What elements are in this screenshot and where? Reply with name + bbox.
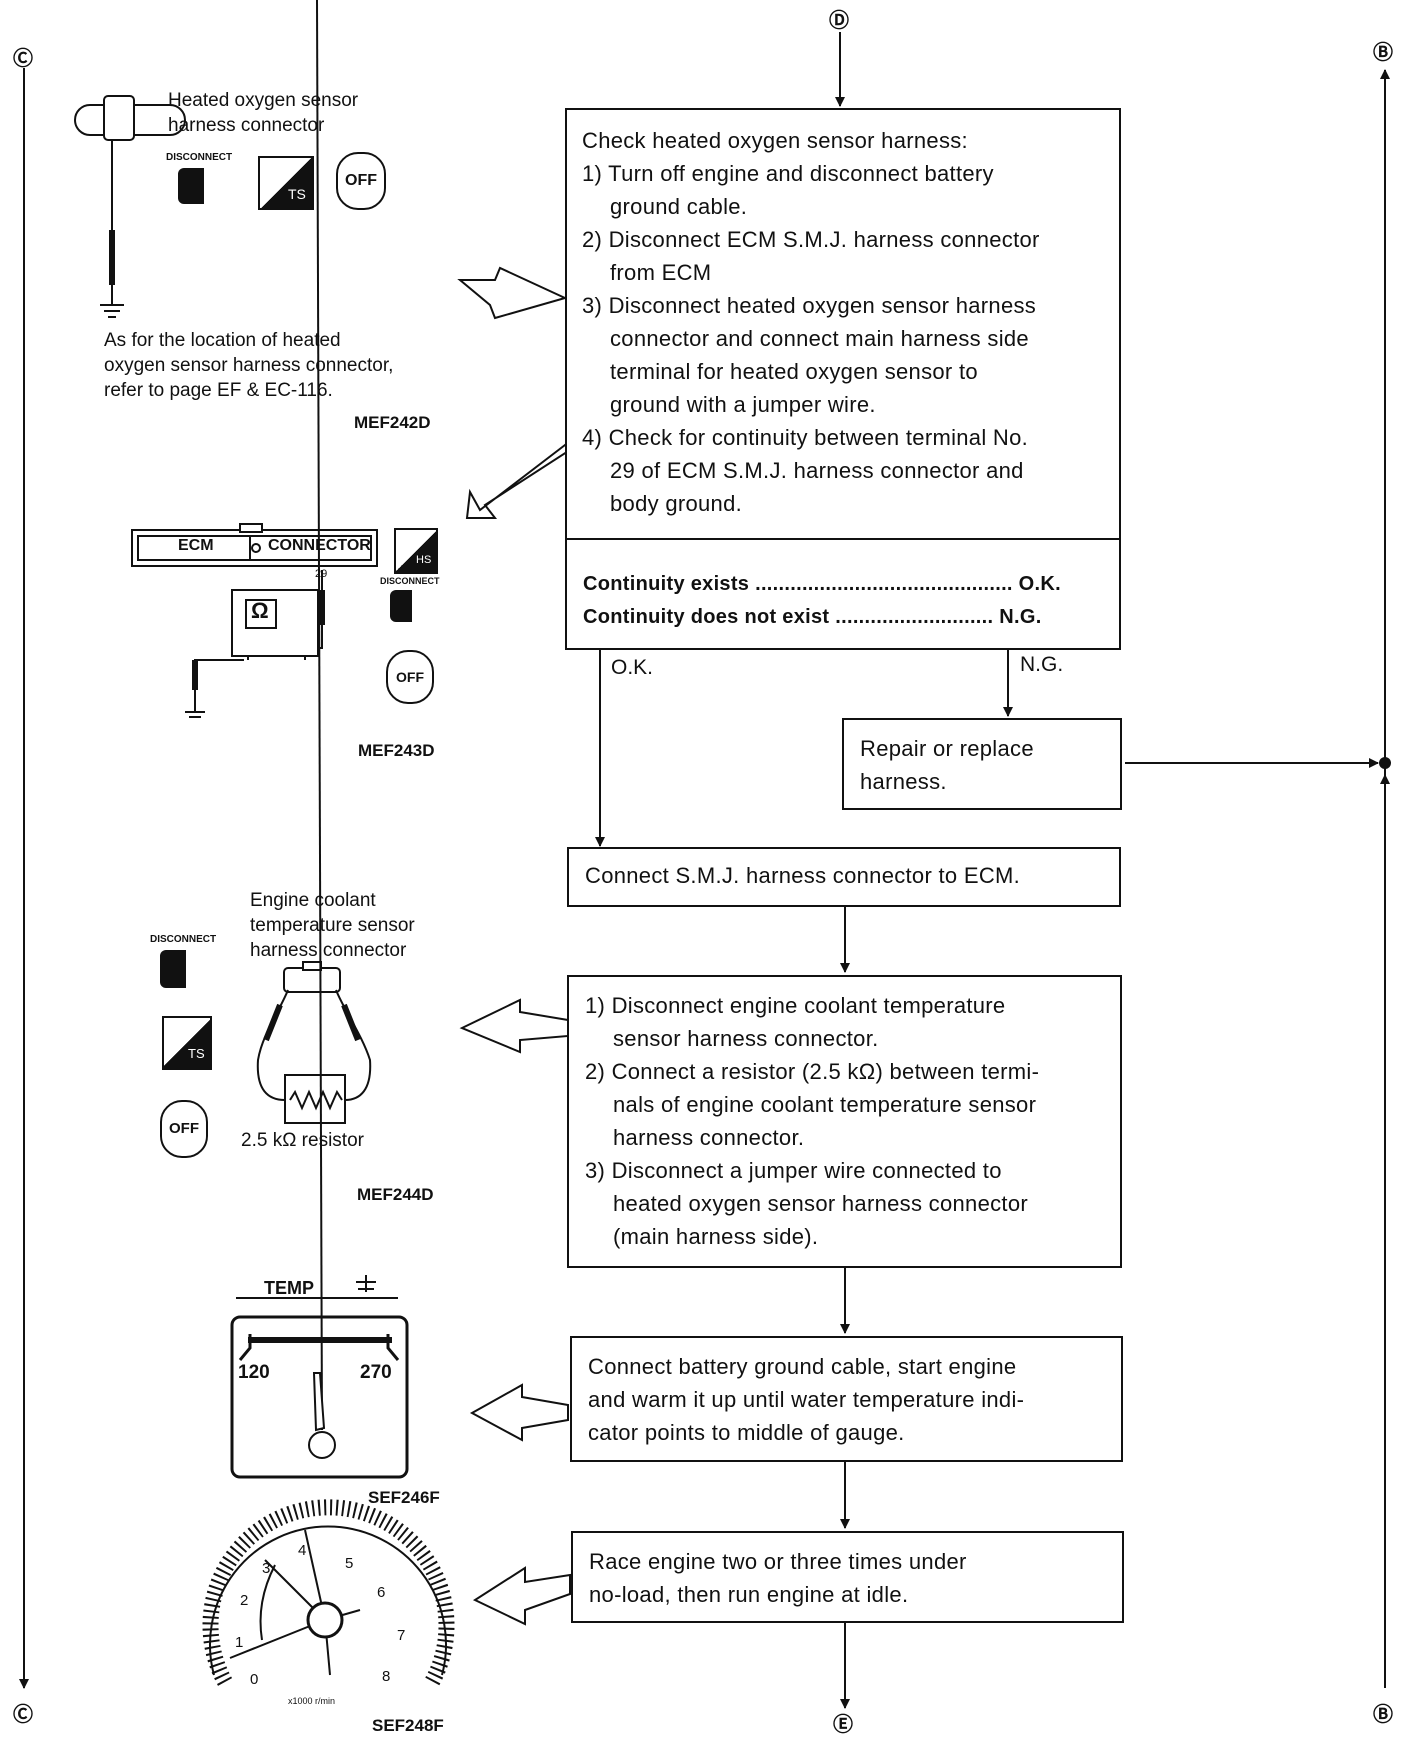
- terminal-29-label: 29: [315, 568, 328, 580]
- step3-item: nals of engine coolant temperature senso…: [613, 1092, 1037, 1117]
- step1-item: terminal for heated oxygen sensor to: [610, 359, 978, 384]
- step3-item: 1) Disconnect engine coolant temperature: [585, 993, 1006, 1018]
- step3-box: 1) Disconnect engine coolant temperature…: [567, 975, 1122, 1268]
- fig1-code: MEF242D: [354, 413, 431, 432]
- connector-c-top[interactable]: Ⓒ: [13, 48, 33, 70]
- hs-icon: [394, 528, 438, 574]
- fig1-drawing: [74, 95, 186, 318]
- step3-item: (main harness side).: [613, 1224, 819, 1249]
- step4-text: and warm it up until water temperature i…: [588, 1387, 1025, 1412]
- fig3-tags: DISCONNECT TS OFF: [150, 934, 217, 1158]
- step2-box: Connect S.M.J. harness connector to ECM.: [567, 847, 1121, 907]
- result-continuity-exists: Continuity exists ......................…: [583, 573, 1061, 595]
- resistor-label: 2.5 kΩ resistor: [241, 1130, 364, 1151]
- ignition-off-icon: OFF: [336, 152, 386, 210]
- fig1-label: Heated oxygen sensor harness connector: [168, 90, 359, 136]
- step1-item: 4) Check for continuity between terminal…: [582, 425, 1029, 450]
- tach-tick: 8: [382, 1668, 391, 1685]
- branch-ok-label: O.K.: [611, 656, 654, 679]
- fig3-label: Engine coolant temperature sensor harnes…: [250, 890, 415, 961]
- temp-gauge-max: 270: [360, 1362, 392, 1383]
- step3-item: 2) Connect a resistor (2.5 kΩ) between t…: [585, 1059, 1040, 1084]
- ts-icon: [258, 156, 314, 210]
- ignition-off-icon: OFF: [160, 1100, 208, 1158]
- tach-tick: 5: [345, 1555, 354, 1572]
- disconnect-tag: DISCONNECT: [150, 934, 217, 945]
- step3-item: heated oxygen sensor harness connector: [613, 1191, 1028, 1216]
- tach-tick: 7: [397, 1627, 406, 1644]
- step4-box: Connect battery ground cable, start engi…: [570, 1336, 1123, 1462]
- disconnect-icon: [160, 950, 186, 988]
- connector-d-top[interactable]: Ⓓ: [829, 10, 849, 32]
- repair-box: Repair or replace harness.: [842, 718, 1122, 810]
- step1-item: 2) Disconnect ECM S.M.J. harness connect…: [582, 227, 1040, 252]
- ts-icon: [162, 1016, 212, 1070]
- step2-text: Connect S.M.J. harness connector to ECM.: [585, 863, 1021, 888]
- step1-item: ground with a jumper wire.: [610, 392, 876, 417]
- tach-tick: 3: [262, 1560, 271, 1577]
- step1-item: 3) Disconnect heated oxygen sensor harne…: [582, 293, 1037, 318]
- step1-item: 1) Turn off engine and disconnect batter…: [582, 161, 994, 186]
- fig4-code: SEF246F: [368, 1488, 440, 1507]
- step1-item: from ECM: [610, 260, 712, 285]
- tach-tick: 6: [377, 1584, 386, 1601]
- connector-b-bottom[interactable]: Ⓑ: [1373, 1704, 1393, 1726]
- tach-unit: x1000 r/min: [288, 1696, 336, 1706]
- branch-ng-label: N.G.: [1020, 653, 1064, 676]
- ignition-off-icon: OFF: [386, 650, 434, 704]
- step1-box: Check heated oxygen sensor harness: 1) T…: [565, 108, 1121, 650]
- connector-b-top[interactable]: Ⓑ: [1373, 42, 1393, 64]
- connector-c-bottom[interactable]: Ⓒ: [13, 1704, 33, 1726]
- fig5-code: SEF248F: [372, 1716, 444, 1735]
- step5-box: Race engine two or three times under no-…: [571, 1531, 1124, 1623]
- tach-tick: 2: [240, 1592, 249, 1609]
- fig2-code: MEF243D: [358, 741, 435, 760]
- disconnect-icon: [178, 168, 204, 204]
- connector-label: CONNECTOR: [268, 537, 371, 554]
- repair-text: Repair or replace: [860, 736, 1034, 761]
- step4-text: cator points to middle of gauge.: [588, 1420, 905, 1445]
- fig1-note: As for the location of heated oxygen sen…: [104, 330, 394, 401]
- result-continuity-not-exist: Continuity does not exist ..............…: [583, 606, 1042, 628]
- fig3-code: MEF244D: [357, 1185, 434, 1204]
- fig3-drawing: [256, 961, 372, 1124]
- step1-item: connector and connect main harness side: [610, 326, 1029, 351]
- figure-pointer-arrows: [457, 266, 572, 1626]
- step4-text: Connect battery ground cable, start engi…: [588, 1354, 1017, 1379]
- temp-gauge-title: TEMP: [264, 1278, 315, 1298]
- tach-tick: 1: [235, 1634, 244, 1651]
- fig1-tags: DISCONNECT TS OFF: [166, 152, 386, 210]
- step3-item: harness connector.: [613, 1125, 805, 1150]
- repair-text: harness.: [860, 769, 947, 794]
- step5-text: no-load, then run engine at idle.: [589, 1582, 909, 1607]
- fig4-drawing: [230, 0, 409, 1479]
- step1-item: body ground.: [610, 491, 743, 516]
- ohmmeter-icon: Ω: [251, 598, 269, 623]
- step3-item: sensor harness connector.: [613, 1026, 879, 1051]
- step1-item: ground cable.: [610, 194, 748, 219]
- step1-title: Check heated oxygen sensor harness:: [582, 128, 968, 153]
- temp-gauge-min: 120: [238, 1362, 270, 1383]
- disconnect-tag: DISCONNECT: [380, 576, 440, 586]
- step3-item: 3) Disconnect a jumper wire connected to: [585, 1158, 1002, 1183]
- disconnect-icon: [390, 590, 412, 622]
- tach-tick: 4: [298, 1542, 307, 1559]
- step1-item: 29 of ECM S.M.J. harness connector and: [610, 458, 1024, 483]
- connector-e-bottom[interactable]: Ⓔ: [833, 1714, 853, 1736]
- ecm-label: ECM: [178, 537, 214, 554]
- fig2-drawing: [131, 523, 378, 718]
- step5-text: Race engine two or three times under: [589, 1549, 967, 1574]
- fig5-drawing: [202, 1499, 455, 1686]
- tach-tick: 0: [250, 1671, 259, 1688]
- disconnect-tag: DISCONNECT: [166, 152, 233, 163]
